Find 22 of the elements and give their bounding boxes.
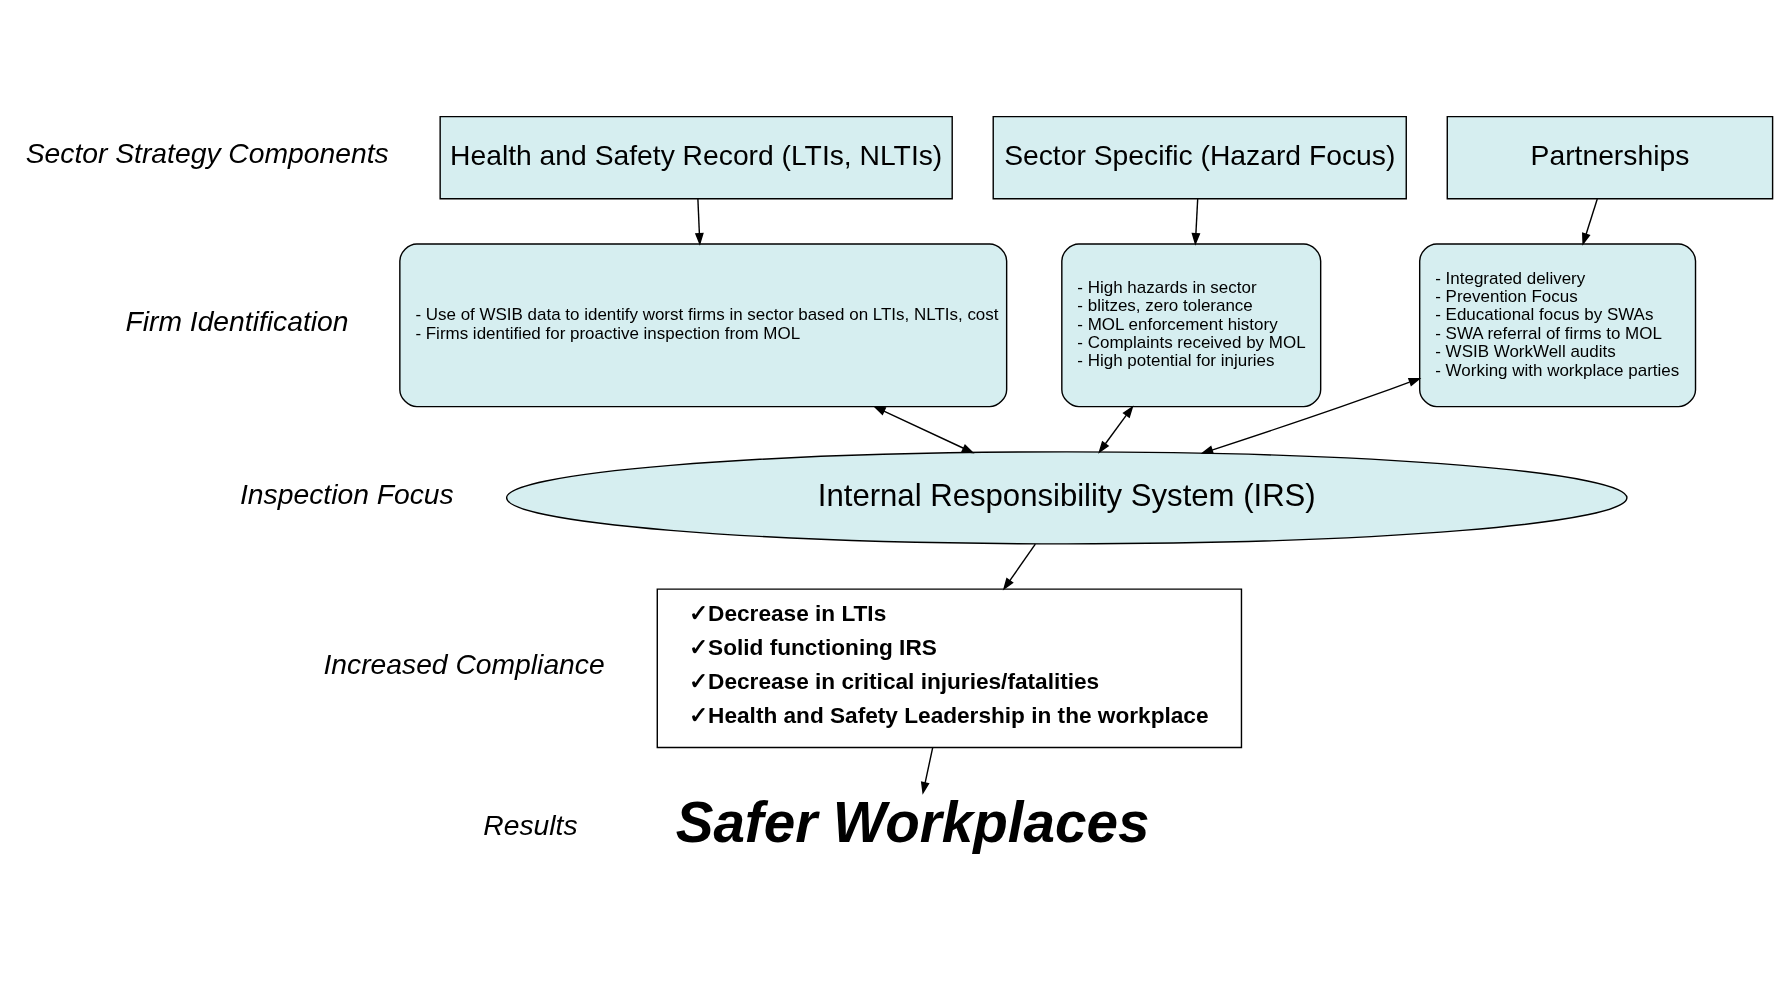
label: Results [483,808,578,841]
node-box: Health and Safety Record (LTIs, NLTIs) [439,115,953,199]
label: Firm Identification [125,304,349,337]
arrow [694,197,704,246]
node-box: ✓Decrease in LTIs ✓Solid functioning IRS ✓Decrease in critical injuries/fatalities ✓Health and Safety Leadership in the workplace [656,587,1243,748]
node-box: Sector Specific (Hazard Focus) [992,115,1407,199]
arrow [872,405,975,453]
node-ellipse: Internal Responsibility System (IRS) [505,450,1628,545]
node-box: Partnerships [1446,115,1774,199]
label: Sector Strategy Components [25,136,389,169]
arrow [920,746,934,795]
node-box: - High hazards in sector - blitzes, zero tolerance - MOL enforcement history - Complaints received by MOL - High potential for injuries [1061,242,1322,407]
node-text: Safer Workplaces [675,790,1150,854]
node-box: - Use of WSIB data to identify worst firms in sector based on LTIs, NLTIs, cost - Firms identified for proactive inspection from MOL [399,242,1008,407]
arrow [1002,543,1037,591]
label: Inspection Focus [240,477,454,510]
label: Increased Compliance [323,647,605,680]
arrow [1582,197,1598,246]
node-box: - Integrated delivery - Prevention Focus - Educational focus by SWAs - SWA referral of firms to MOL - WSIB WorkWell audits - Working with workplace parties [1419,242,1697,407]
arrow [1200,377,1422,454]
arrow [1098,404,1134,454]
arrow [1191,197,1201,246]
